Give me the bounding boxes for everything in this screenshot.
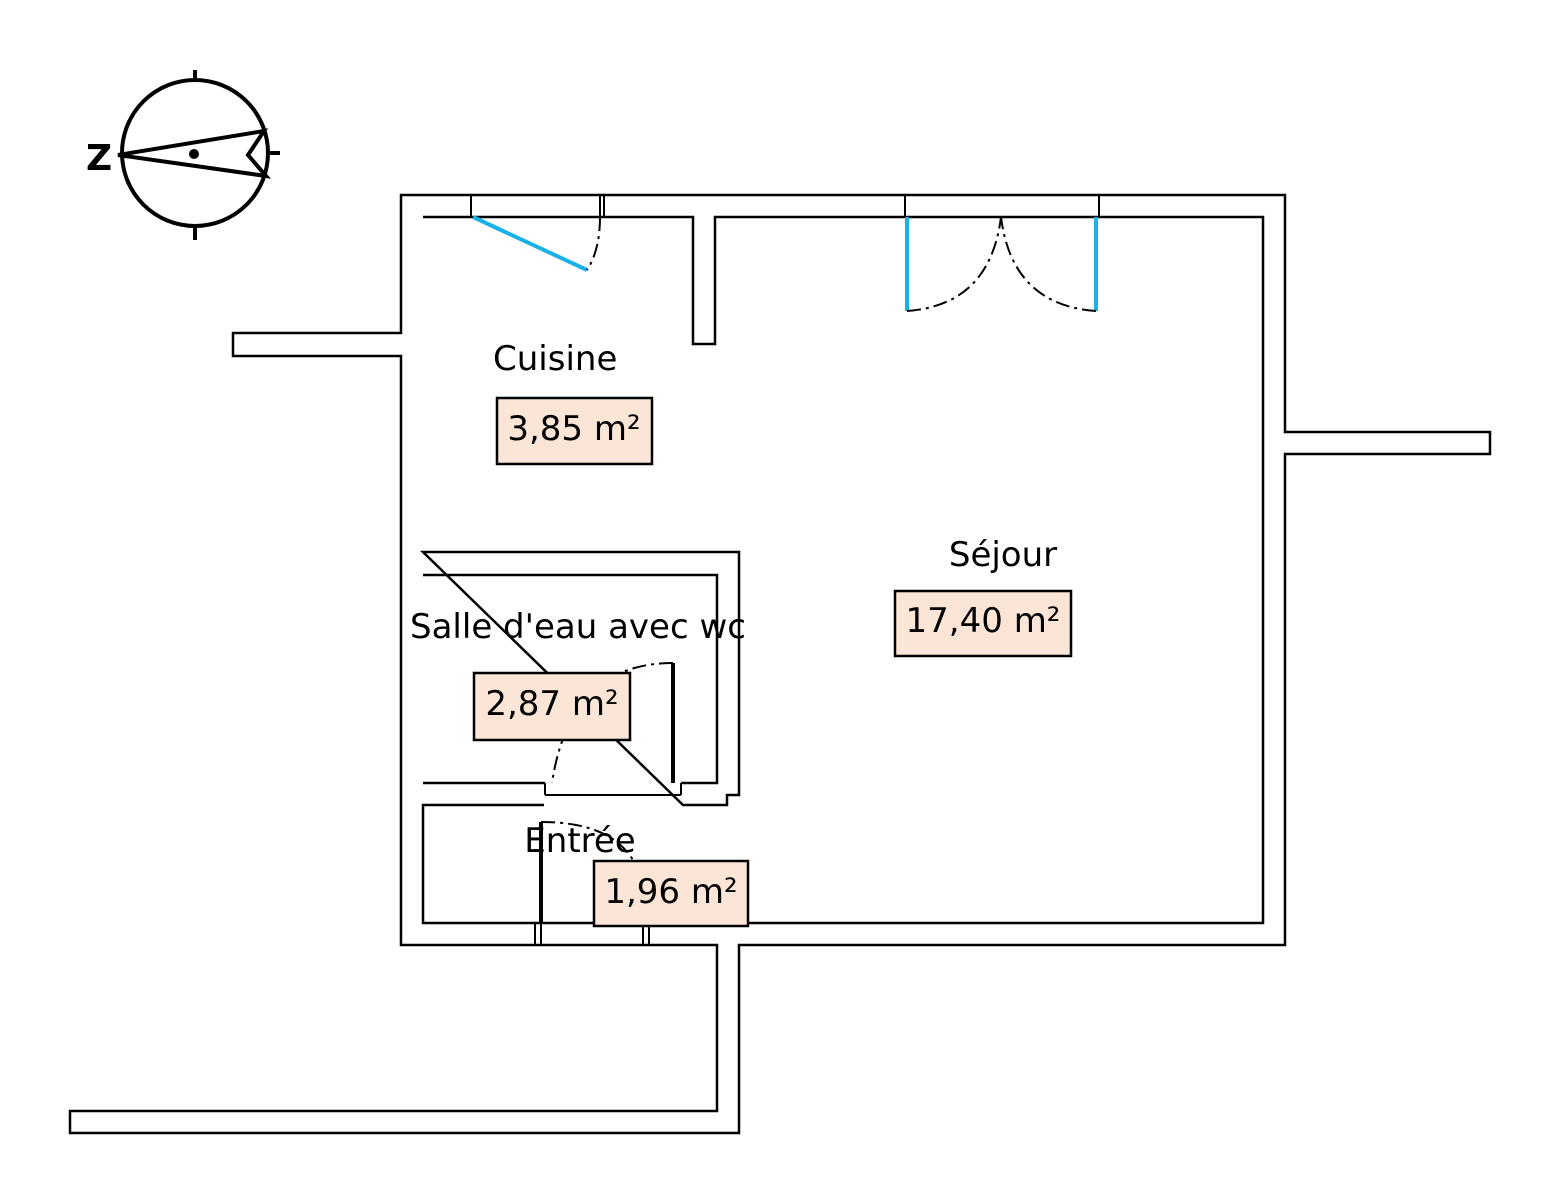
walls	[68, 193, 1492, 1135]
entry-door	[539, 821, 634, 923]
room-salle-eau: Salle d'eau avec wc 2,87 m²	[410, 607, 746, 742]
compass-letter: Z	[86, 138, 112, 179]
room-name: Entrée	[524, 821, 635, 861]
area-box	[472, 671, 632, 742]
compass: Z	[86, 70, 280, 240]
area-value: 17,40 m²	[906, 601, 1061, 641]
area-box	[495, 396, 654, 466]
kitchen-window-leaf	[472, 215, 588, 272]
kitchen-window	[472, 215, 601, 272]
area-value: 3,85 m²	[507, 409, 640, 449]
french-window-swing-left	[906, 216, 1002, 312]
room-name: Cuisine	[493, 339, 617, 379]
outer-wall	[68, 193, 1492, 1135]
room-name: Salle d'eau avec wc	[410, 607, 746, 647]
kitchen-window-swing	[586, 216, 601, 271]
area-value: 1,96 m²	[604, 872, 737, 912]
area-box	[893, 589, 1073, 658]
area-value: 2,87 m²	[485, 684, 618, 724]
room-cuisine: Cuisine 3,85 m²	[493, 339, 654, 466]
bathroom-walls	[423, 573, 719, 785]
compass-needle	[117, 128, 271, 179]
living-french-window	[905, 216, 1098, 312]
compass-center-dot	[189, 149, 199, 159]
room-name: Séjour	[949, 535, 1057, 575]
inner-wall-kitchen-living	[419, 215, 1265, 925]
room-entree: Entrée 1,96 m²	[524, 821, 750, 928]
entry-door-swing	[540, 821, 634, 861]
french-window-swing-right	[1000, 216, 1097, 312]
area-box	[592, 859, 750, 928]
room-sejour: Séjour 17,40 m²	[893, 535, 1073, 658]
